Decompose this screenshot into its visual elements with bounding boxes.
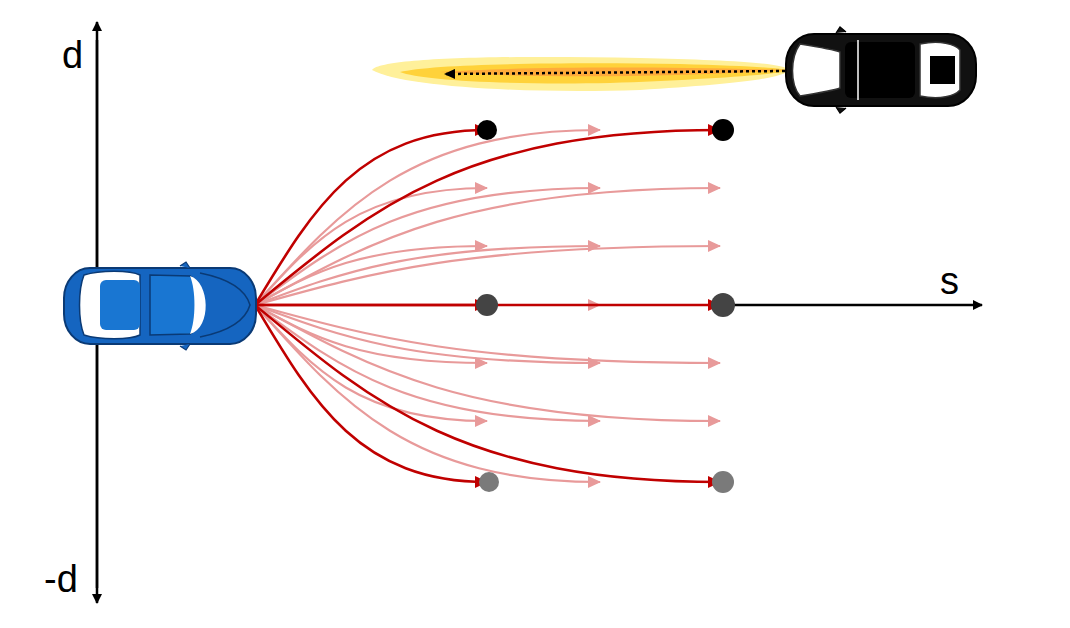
predicted-path (445, 71, 785, 74)
end-dot (712, 471, 734, 493)
prediction-zone (372, 57, 790, 91)
axis-label: -d (44, 560, 78, 598)
end-dot (477, 120, 497, 140)
s-axis (720, 304, 982, 307)
end-dot (479, 472, 499, 492)
candidate-trajectory (255, 305, 600, 482)
end-dot (712, 119, 734, 141)
candidate-trajectory (255, 130, 720, 305)
candidate-trajectory (255, 188, 600, 305)
other-car (786, 27, 976, 113)
prediction-zone (400, 63, 790, 83)
axis-label: d (62, 36, 83, 74)
candidate-trajectory (255, 305, 720, 482)
candidate-trajectory (255, 130, 600, 305)
candidate-trajectory (255, 188, 720, 305)
ego-car (64, 262, 256, 350)
end-dot (476, 294, 498, 316)
trajectory-set (255, 130, 720, 482)
axis-label: s (940, 262, 959, 300)
end-dot (711, 293, 735, 317)
candidate-trajectory (255, 246, 600, 305)
prediction-zone (440, 68, 790, 77)
